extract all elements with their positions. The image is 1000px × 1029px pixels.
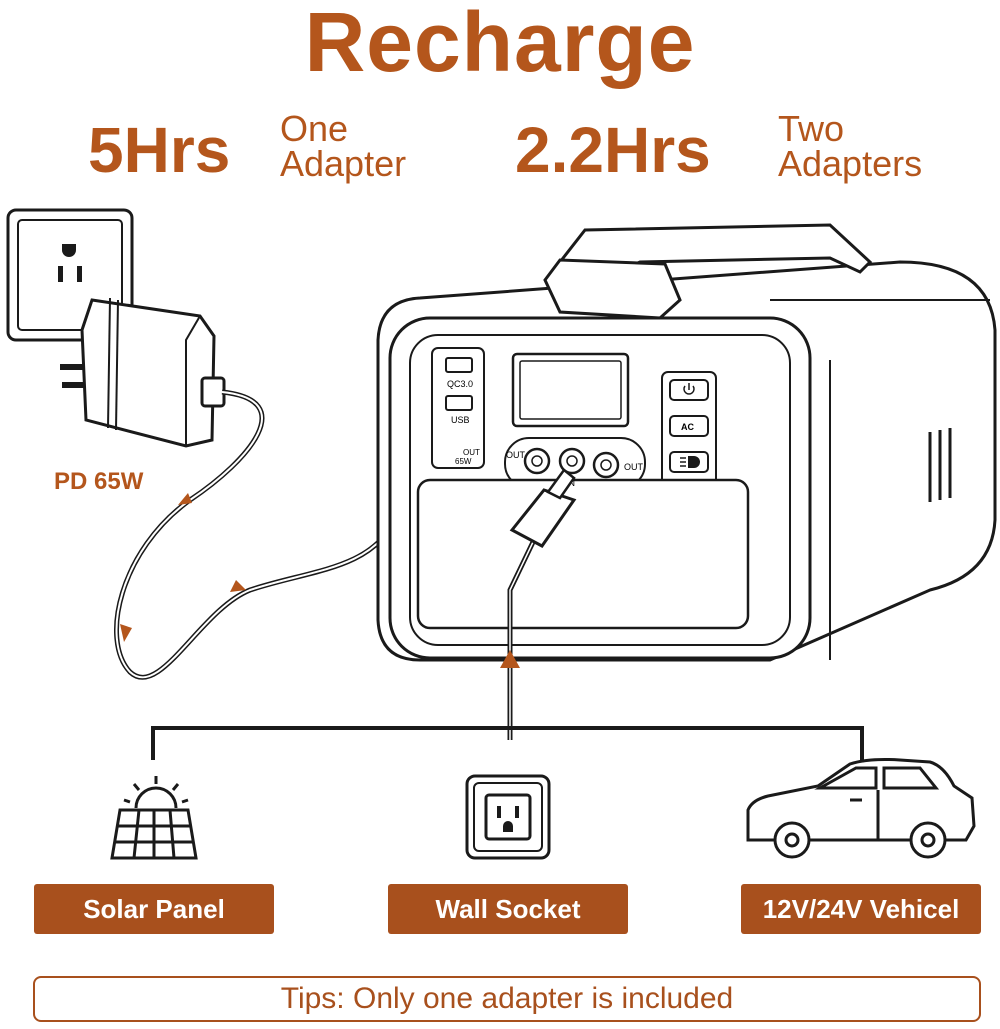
arrow-down-icon	[178, 493, 192, 505]
source-label-vehicle: 12V/24V Vehicel	[741, 884, 981, 934]
dc-out-left-label: OUT	[506, 450, 526, 460]
ac-button-label: AC	[681, 422, 694, 432]
time-one-value: 5Hrs	[88, 114, 231, 186]
time-two-value: 2.2Hrs	[515, 114, 711, 186]
arrow-right-icon	[230, 580, 246, 592]
wall-socket-icon	[465, 774, 551, 860]
page-title: Recharge	[304, 0, 696, 89]
car-icon	[746, 758, 976, 859]
dc-input-cable	[500, 468, 577, 740]
port-pd-watt-label: 65W	[455, 457, 472, 466]
arrow-up-icon	[500, 650, 520, 668]
light-icon	[680, 456, 700, 468]
solar-panel-icon	[110, 776, 198, 860]
port-qc-label: QC3.0	[447, 379, 473, 389]
source-label-solar-panel: Solar Panel	[34, 884, 274, 934]
time-one-label-line2: Adapter	[280, 143, 407, 184]
dc-out-right-label: OUT	[624, 462, 644, 472]
time-two-label-line1: Two	[778, 108, 845, 149]
time-one-label-line1: One	[280, 108, 349, 149]
time-two-label-line2: Adapters	[778, 143, 923, 184]
adapter-wattage-label: PD 65W	[54, 468, 144, 495]
power-icon	[683, 383, 695, 395]
power-adapter-icon	[60, 297, 226, 448]
arrow-down-icon	[120, 624, 132, 642]
source-label-wall-socket: Wall Socket	[388, 884, 628, 934]
tips-banner: Tips: Only one adapter is included	[33, 976, 981, 1022]
port-pd-out-label: OUT	[463, 448, 480, 457]
port-usb-label: USB	[451, 415, 470, 425]
power-station-device	[376, 223, 997, 662]
source-branch-line	[151, 726, 864, 760]
